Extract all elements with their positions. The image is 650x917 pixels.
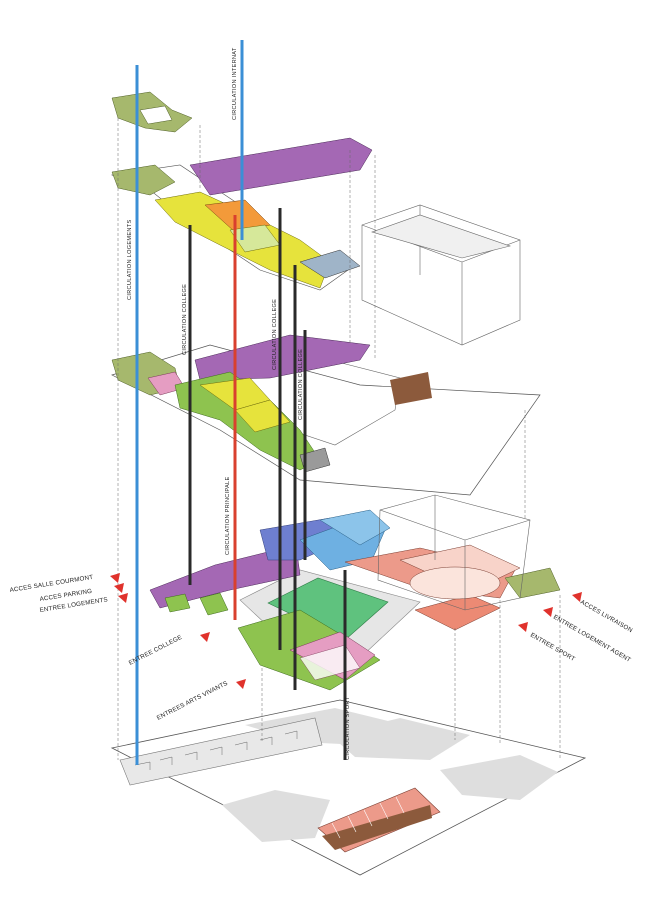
label-circulation-principale: CIRCULATION PRINCIPALE [225,476,231,555]
arrow-icon [200,632,210,642]
level-1-plan [149,494,561,691]
arrow-icon [118,593,128,603]
label-circulation-internat: CIRCULATION INTERNAT [232,47,238,120]
vertical-labels: CIRCULATION INTERNAT CIRCULATION LOGEMEN… [127,47,351,760]
access-entree-logement-agent: ENTREE LOGEMENT AGENT [543,607,632,664]
arrow-icon [518,622,528,632]
access-entrees-arts-vivants: ENTREES ARTS VIVANTS [156,679,246,722]
circulation-shafts [135,40,347,765]
label-circulation-college-1: CIRCULATION COLLEGE [182,284,188,355]
building-wireframe [361,204,521,346]
arrow-icon [114,583,124,593]
ground-walls [134,730,298,770]
arrow-icon [572,592,582,602]
label-entree-sport: ENTREE SPORT [529,632,576,663]
label-circulation-college-3: CIRCULATION COLLEGE [298,349,304,420]
label-entrees-arts-vivants: ENTREES ARTS VIVANTS [156,680,229,722]
level-4-plan [111,91,193,133]
label-acces-livraison: ACCES LIVRAISON [579,599,634,635]
arrow-icon [543,607,553,617]
projection-lines [117,118,561,760]
ground-level-plan [110,699,587,876]
label-circulation-college-2: CIRCULATION COLLEGE [272,299,278,370]
label-circulation-sport: CIRCULATION SPORT [345,696,351,760]
access-entree-college: ENTREE COLLEGE [128,632,210,667]
label-circulation-logements: CIRCULATION LOGEMENTS [127,220,133,300]
arrow-icon [236,679,246,689]
level-2-plan [111,334,541,496]
access-salle-courmont: ACCES SALLE COURMONT [9,573,120,594]
arrow-icon [110,573,120,583]
